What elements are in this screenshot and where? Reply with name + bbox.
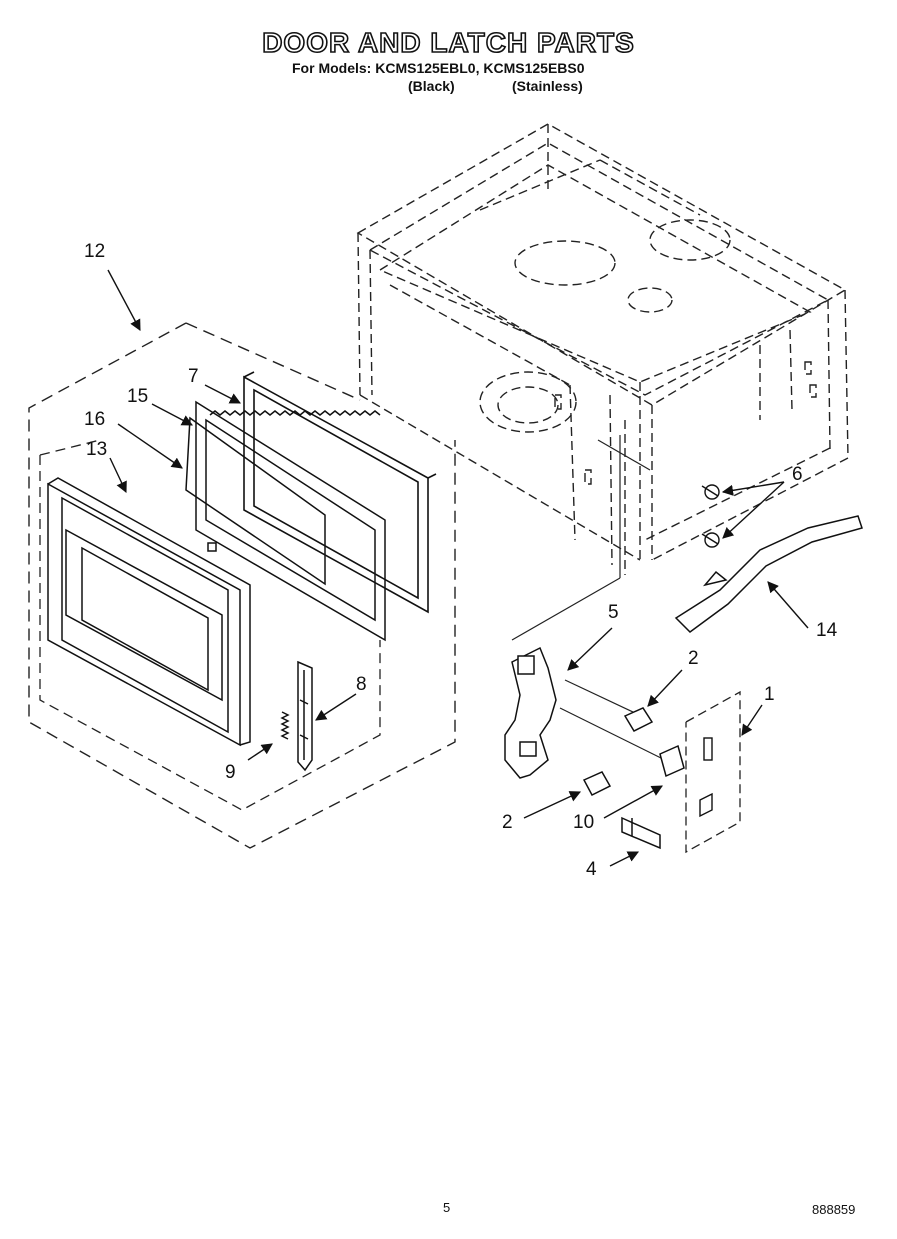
callout-4: 4 xyxy=(586,859,597,880)
latch-hook-part xyxy=(297,660,313,772)
screw-parts xyxy=(701,484,720,548)
callout-2-lower: 2 xyxy=(502,812,513,833)
door-assembly-outline xyxy=(28,322,456,849)
choke-frame-part xyxy=(195,400,386,642)
fuse-part xyxy=(699,737,713,818)
models-line: For Models: KCMS125EBL0, KCMS125EBS0 xyxy=(292,60,585,76)
cabinet-outline xyxy=(356,123,849,575)
callout-13: 13 xyxy=(86,439,107,460)
latch-bracket-part xyxy=(504,646,557,779)
callout-9: 9 xyxy=(225,762,236,783)
door-gasket-part xyxy=(243,371,437,614)
switch-10-part xyxy=(659,744,685,778)
page-title: DOOR AND LATCH PARTS xyxy=(261,26,635,59)
finish-black-label: (Black) xyxy=(408,78,455,94)
callout-12: 12 xyxy=(84,241,105,262)
switch-bracket-part xyxy=(621,816,661,850)
document-number: 888859 xyxy=(812,1202,856,1217)
callout-1: 1 xyxy=(764,684,775,705)
callout-7: 7 xyxy=(188,366,199,387)
page-number: 5 xyxy=(443,1200,451,1215)
door-frame-part xyxy=(47,477,251,747)
switch-upper-part xyxy=(623,707,654,732)
callout-2-upper: 2 xyxy=(688,648,699,669)
cabinet-internal-solid-lines xyxy=(511,435,666,761)
callout-6: 6 xyxy=(792,464,803,485)
callout-arrows xyxy=(107,269,809,867)
callout-10: 10 xyxy=(573,812,594,833)
door-frame-outline xyxy=(39,439,381,811)
switch-lower-part xyxy=(582,771,612,796)
fuse-kit-outline xyxy=(685,690,741,854)
callout-5: 5 xyxy=(608,602,619,623)
callout-15: 15 xyxy=(127,386,148,407)
glass-panel-part xyxy=(185,416,326,586)
finish-stainless-label: (Stainless) xyxy=(512,78,583,94)
callout-8: 8 xyxy=(356,674,367,695)
latch-lever-part xyxy=(674,515,863,633)
callout-16: 16 xyxy=(84,409,105,430)
callout-14: 14 xyxy=(816,620,838,641)
spring-part xyxy=(280,711,290,740)
